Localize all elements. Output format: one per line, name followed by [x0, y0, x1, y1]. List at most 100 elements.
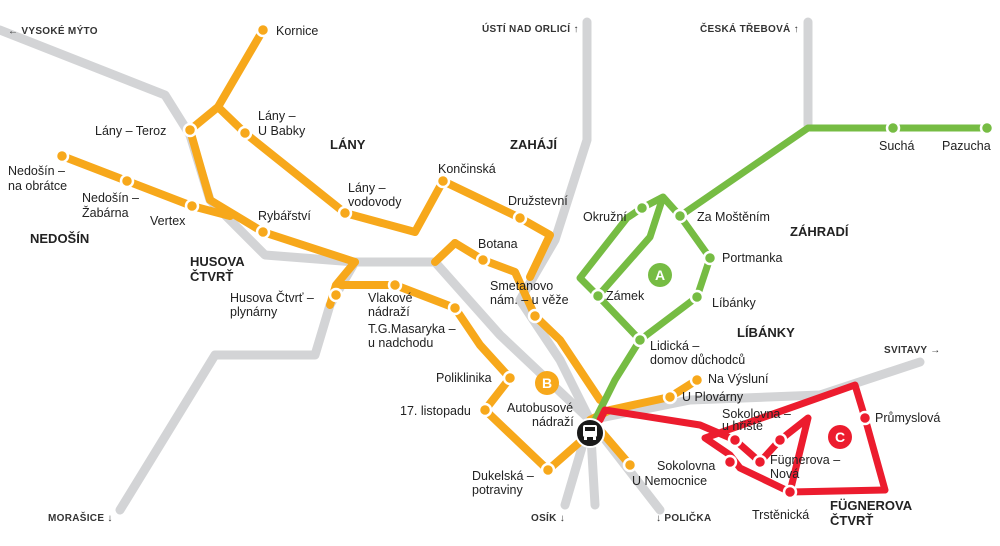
line-a-loop [576, 193, 714, 344]
stop-vertex[interactable] [184, 198, 200, 214]
label-autobusove-2: nádraží [532, 415, 574, 429]
stop-libanky[interactable] [689, 289, 705, 305]
direction-svitavy: SVITAVY → [884, 345, 941, 356]
label-nedosin-obratce-2: na obrátce [8, 179, 67, 193]
label-na-vysluni: Na Výsluní [708, 372, 769, 386]
label-lidicka-2: domov důchodců [650, 353, 745, 367]
district-lany: LÁNY [330, 137, 366, 152]
district-husova-line2: ČTVRŤ [190, 269, 233, 284]
stop-lany-vodovody[interactable] [337, 205, 353, 221]
label-nedosin-obratce-1: Nedošín – [8, 164, 65, 178]
label-libanky: Líbánky [712, 296, 757, 310]
label-u-plovarny: U Plovárny [682, 390, 744, 404]
bus-icon [583, 425, 597, 440]
label-botana: Botana [478, 237, 518, 251]
rail-svitavy [585, 357, 925, 425]
label-pazucha: Pazucha [942, 139, 991, 153]
line-a-label: A [655, 267, 665, 283]
label-druzstevni: Družstevní [508, 194, 568, 208]
stop-nedosin-obratce[interactable] [54, 148, 70, 164]
label-sokolovna: Sokolovna [657, 459, 715, 473]
label-lany-vodovody-2: vodovody [348, 195, 402, 209]
direction-labels: ← VYSOKÉ MÝTO ÚSTÍ NAD ORLICÍ ↑ ČESKÁ TŘ… [8, 22, 941, 524]
line-b-main [186, 126, 359, 266]
stop-sucha[interactable] [885, 120, 901, 136]
label-17-listopadu: 17. listopadu [400, 404, 471, 418]
stop-botana[interactable] [475, 252, 491, 268]
stop-nedosin-zabarna[interactable] [119, 173, 135, 189]
district-zahradi: ZÁHRADÍ [790, 224, 849, 239]
stop-17-listopadu[interactable] [477, 402, 493, 418]
label-poliklinika: Poliklinika [436, 371, 492, 385]
line-b-connector [431, 239, 459, 266]
stop-trstenicka[interactable] [782, 484, 798, 500]
line-b-nedosin-branch [58, 152, 234, 220]
stop-zamek[interactable] [590, 288, 606, 304]
stop-vlakove-nadrazi[interactable] [387, 277, 403, 293]
district-labels: LÁNY ZAHÁJÍ ZÁHRADÍ NEDOŠÍN HUSOVA ČTVRŤ… [30, 137, 913, 528]
label-smetanovo-2: nám. – u věže [490, 293, 569, 307]
label-vlakove-1: Vlakové [368, 291, 413, 305]
stop-koncinska[interactable] [435, 173, 451, 189]
stop-rybarstvi[interactable] [255, 224, 271, 240]
stop-husova-plynarny[interactable] [328, 287, 344, 303]
stop-u-plovarny[interactable] [662, 389, 678, 405]
line-c-stops [722, 410, 873, 500]
direction-usti: ÚSTÍ NAD ORLICÍ ↑ [482, 22, 579, 35]
stop-druzstevni[interactable] [512, 210, 528, 226]
label-sucha: Suchá [879, 139, 914, 153]
district-fugnerova-line2: ČTVRŤ [830, 513, 873, 528]
district-husova-line1: HUSOVA [190, 254, 245, 269]
stop-labels: Kornice Lány – U Babky Lány – Teroz Nedo… [8, 24, 991, 522]
label-fugnerova-nova-2: Nová [770, 467, 799, 481]
label-tgm-1: T.G.Masaryka – [368, 322, 456, 336]
line-b-stops [54, 22, 705, 478]
label-za-mostenim: Za Moštěním [697, 210, 770, 224]
stop-lany-babky[interactable] [237, 125, 253, 141]
line-c-label: C [835, 429, 845, 445]
stop-poliklinika[interactable] [502, 370, 518, 386]
stop-dukelska[interactable] [540, 462, 556, 478]
label-nedosin-zabarna-1: Nedošín – [82, 191, 139, 205]
stop-u-nemocnice[interactable] [622, 457, 638, 473]
line-a-south [591, 336, 644, 424]
bus-station[interactable] [575, 418, 605, 448]
stop-sokolovna-2[interactable] [722, 454, 738, 470]
direction-vysoke-myto: ← VYSOKÉ MÝTO [8, 24, 98, 37]
label-vlakove-2: nádraží [368, 305, 410, 319]
label-trstenicka: Trstěnická [752, 508, 809, 522]
stop-fugnerova-nova[interactable] [752, 454, 768, 470]
direction-policka: ↓ POLIČKA [656, 511, 711, 524]
label-husova-plynarny-2: plynárny [230, 305, 278, 319]
stop-prumyslova[interactable] [857, 410, 873, 426]
label-sokolovna-hriste-1: Sokolovna – [722, 407, 791, 421]
stop-za-mostenim[interactable] [672, 208, 688, 224]
stop-sokolovna-hriste[interactable] [772, 432, 788, 448]
label-rybarstvi: Rybářství [258, 209, 311, 223]
label-vertex: Vertex [150, 214, 186, 228]
stop-sokolovna[interactable] [727, 432, 743, 448]
stop-na-vysluni[interactable] [689, 372, 705, 388]
stop-tgm[interactable] [447, 300, 463, 316]
label-dukelska-1: Dukelská – [472, 469, 534, 483]
line-a-east [676, 124, 991, 220]
stop-portmanka[interactable] [702, 250, 718, 266]
label-sokolovna-hriste-2: u hřiště [722, 419, 763, 433]
district-zahaji: ZAHÁJÍ [510, 137, 557, 152]
direction-osik: OSÍK ↓ [531, 511, 565, 524]
stop-okruzni[interactable] [634, 200, 650, 216]
district-nedosin: NEDOŠÍN [30, 231, 89, 246]
label-smetanovo-1: Smetanovo [490, 279, 553, 293]
label-lany-babky-1: Lány – [258, 109, 296, 123]
stop-lidicka[interactable] [632, 332, 648, 348]
stop-kornice[interactable] [255, 22, 271, 38]
direction-morasice: MORAŠICE ↓ [48, 511, 113, 524]
stop-lany-teroz[interactable] [182, 122, 198, 138]
label-u-nemocnice: U Nemocnice [632, 474, 707, 488]
stop-smetanovo[interactable] [527, 308, 543, 324]
stop-pazucha[interactable] [979, 120, 995, 136]
line-a-badge: A [648, 263, 672, 287]
label-lidicka-1: Lidická – [650, 339, 699, 353]
line-b-label: B [542, 375, 552, 391]
